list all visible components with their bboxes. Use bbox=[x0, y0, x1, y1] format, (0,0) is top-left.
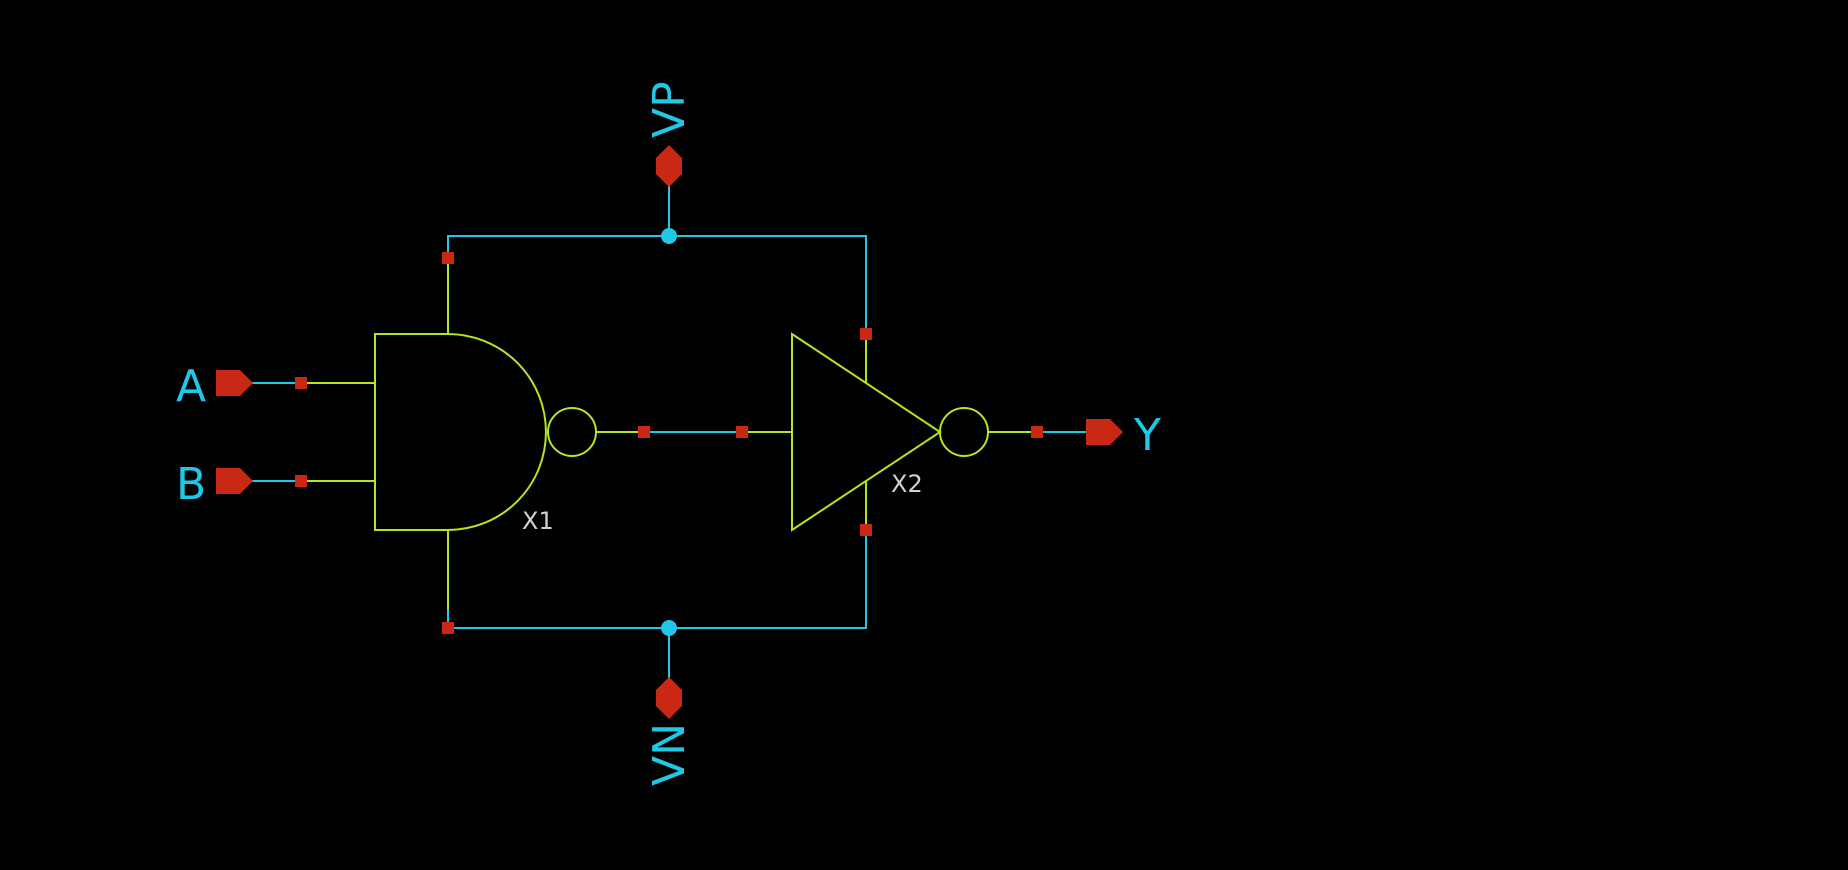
junction-dot-vp bbox=[661, 228, 677, 244]
pin-square[interactable] bbox=[1031, 426, 1043, 438]
inout-pin-marker-vp[interactable] bbox=[656, 145, 682, 187]
pin-square[interactable] bbox=[860, 524, 872, 536]
pin-square[interactable] bbox=[295, 377, 307, 389]
junction-dot-vn bbox=[661, 620, 677, 636]
pin-square[interactable] bbox=[442, 252, 454, 264]
pin-label-vn: VN bbox=[644, 723, 695, 786]
pin-label-vp: VP bbox=[644, 81, 695, 138]
wire-vp-rail[interactable] bbox=[447, 235, 867, 334]
input-pin-marker-a[interactable] bbox=[216, 370, 253, 396]
wire-vn-rail[interactable] bbox=[447, 530, 867, 629]
pin-square[interactable] bbox=[295, 475, 307, 487]
input-pin-marker-b[interactable] bbox=[216, 468, 253, 494]
pin-label-a: A bbox=[176, 361, 206, 412]
nand2-gate-body bbox=[374, 333, 547, 531]
pin-square[interactable] bbox=[736, 426, 748, 438]
wires bbox=[252, 182, 1086, 684]
pin-connection-squares bbox=[295, 252, 1043, 634]
nand2-gate[interactable] bbox=[301, 258, 644, 610]
pin-label-y: Y bbox=[1133, 410, 1161, 461]
instance-label-x1: X1 bbox=[522, 507, 554, 535]
inout-pin-marker-vn[interactable] bbox=[656, 677, 682, 719]
pin-square[interactable] bbox=[638, 426, 650, 438]
inverter-output-bubble bbox=[939, 407, 989, 457]
inverter[interactable] bbox=[742, 332, 1037, 532]
instance-label-x2: X2 bbox=[891, 470, 923, 498]
pin-label-b: B bbox=[176, 459, 206, 510]
nand2-output-bubble bbox=[547, 407, 597, 457]
pin-square[interactable] bbox=[860, 328, 872, 340]
output-pin-marker-y[interactable] bbox=[1086, 419, 1123, 445]
pin-square[interactable] bbox=[442, 622, 454, 634]
